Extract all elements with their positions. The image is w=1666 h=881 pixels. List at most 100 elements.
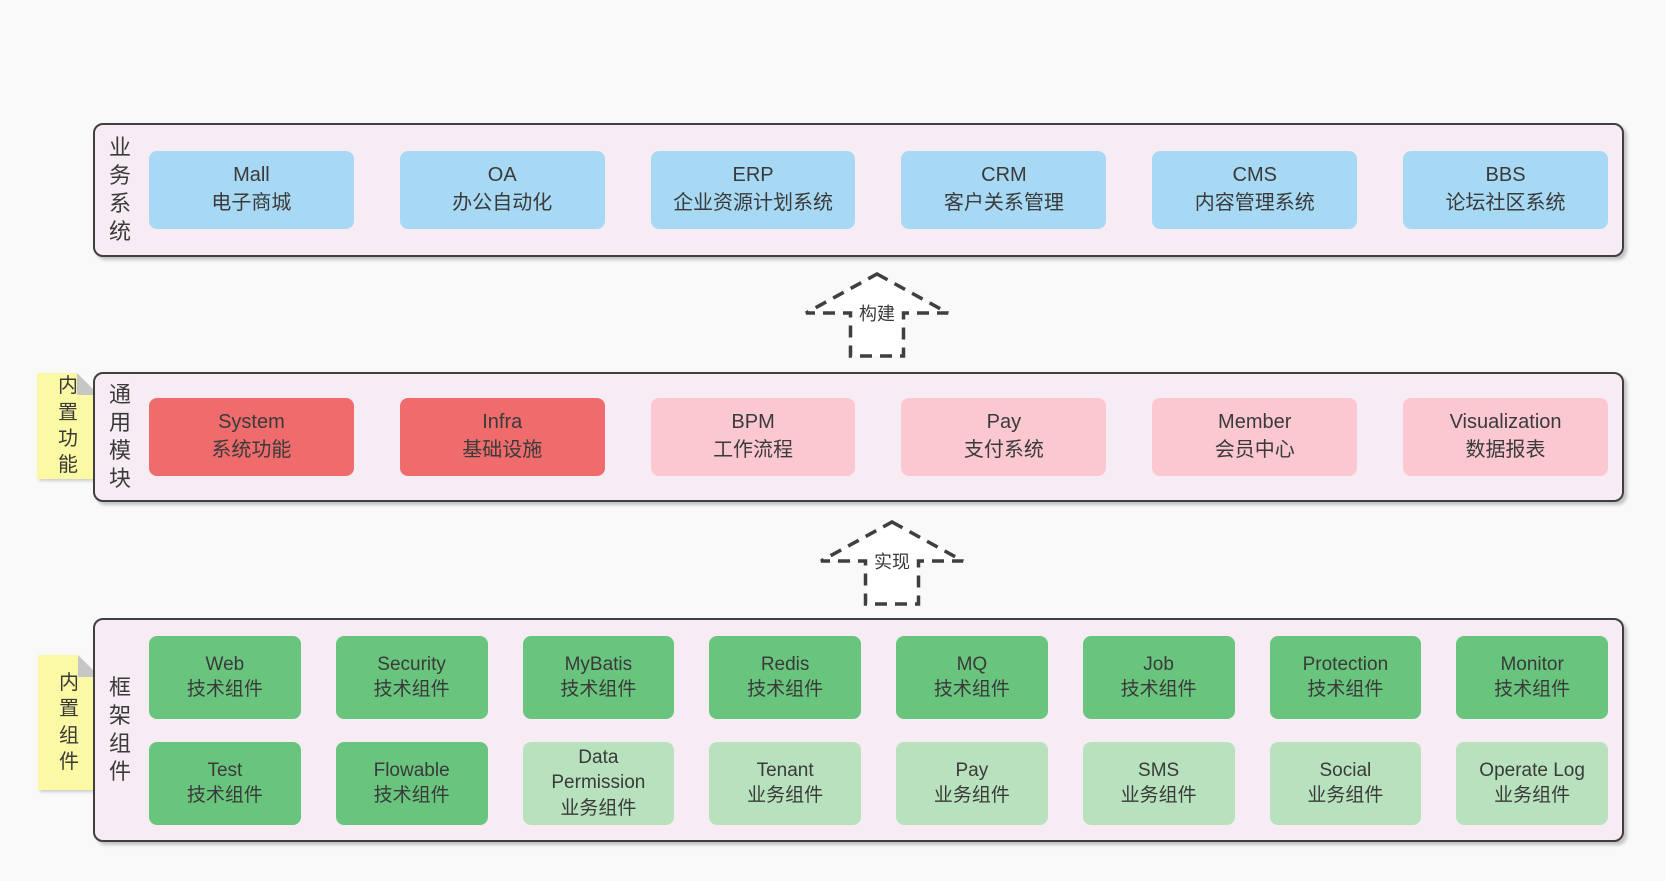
sticky-note-text: 内置组件 (59, 671, 79, 773)
module-name: ERP (732, 164, 774, 187)
arrow-build: 构建 (797, 270, 957, 360)
module-box-crm: CRM 客户关系管理 (901, 151, 1107, 229)
module-desc: 业务组件 (1120, 785, 1197, 806)
module-desc: 办公自动化 (452, 192, 553, 214)
module-name: Visualization (1449, 411, 1562, 434)
module-box-visualization: Visualization 数据报表 (1403, 398, 1608, 476)
module-box-data-permission: Data Permission 业务组件 (522, 741, 675, 825)
module-desc: 业务组件 (747, 785, 824, 806)
arrow-label: 构建 (856, 300, 898, 326)
module-desc: 论坛社区系统 (1445, 192, 1566, 214)
band-common-modules: 通用模块 System 系统功能 Infra 基础设施 BPM 工作流程 Pay 支付系统 Me… (93, 372, 1624, 502)
module-name: SMS (1138, 759, 1180, 781)
module-desc: 技术组件 (186, 679, 263, 700)
module-box-job: Job 技术组件 (1082, 635, 1235, 719)
module-name: Protection (1302, 653, 1389, 675)
module-name: Pay (986, 411, 1022, 434)
module-desc: 技术组件 (560, 679, 637, 700)
module-desc: 电子商城 (211, 192, 292, 214)
module-desc: 会员中心 (1214, 439, 1295, 461)
module-desc: 技术组件 (373, 785, 450, 806)
module-box-mall: Mall 电子商城 (149, 151, 354, 229)
module-name: Monitor (1500, 653, 1564, 675)
module-box-social: Social 业务组件 (1269, 741, 1422, 825)
module-box-operate-log: Operate Log 业务组件 (1456, 741, 1608, 825)
module-box-system: System 系统功能 (149, 398, 354, 476)
module-box-web: Web 技术组件 (149, 635, 301, 719)
sticky-note-builtin-components: 内置组件 (38, 655, 100, 790)
module-desc: 业务组件 (1494, 785, 1571, 806)
module-name: Web (205, 653, 245, 675)
module-desc: 技术组件 (186, 785, 263, 806)
module-desc: 业务组件 (560, 797, 637, 819)
module-name: Operate Log (1479, 759, 1585, 781)
module-box-bpm: BPM 工作流程 (650, 398, 856, 476)
module-name: Security (377, 653, 446, 675)
band-label: 框架组件 (108, 675, 131, 784)
band-label: 通用模块 (108, 382, 131, 491)
module-desc: 技术组件 (1494, 679, 1571, 700)
module-box-pay: Pay 支付系统 (901, 398, 1107, 476)
module-box-security: Security 技术组件 (335, 635, 488, 719)
module-name: Pay (955, 759, 989, 781)
module-box-monitor: Monitor 技术组件 (1456, 635, 1608, 719)
module-name: MQ (956, 653, 988, 675)
arrow-implement: 实现 (812, 518, 972, 608)
module-name: BBS (1485, 164, 1526, 187)
sticky-note-text: 内置功能 (58, 375, 78, 477)
arrow-label: 实现 (871, 548, 913, 574)
module-desc: 企业资源计划系统 (673, 192, 834, 214)
module-name: Flowable (373, 759, 450, 781)
band-label: 业务系统 (108, 135, 131, 244)
module-desc: 业务组件 (1307, 785, 1384, 806)
module-name: Job (1143, 653, 1174, 675)
module-name: CRM (981, 164, 1027, 187)
band-business-systems: 业务系统 Mall 电子商城 OA 办公自动化 ERP 企业资源计划系统 CRM 客户关系管理… (93, 123, 1624, 257)
module-box-redis: Redis 技术组件 (709, 635, 861, 719)
module-desc: 系统功能 (211, 439, 292, 461)
module-box-member: Member 会员中心 (1152, 398, 1358, 476)
module-name: Redis (760, 653, 810, 675)
module-desc: 客户关系管理 (943, 192, 1064, 214)
module-desc: 技术组件 (933, 679, 1010, 700)
module-desc: 工作流程 (713, 439, 794, 461)
module-name: BPM (731, 411, 775, 434)
module-desc: 内容管理系统 (1194, 192, 1315, 214)
module-desc: 基础设施 (462, 439, 543, 461)
module-name: Social (1319, 759, 1372, 781)
module-desc: 技术组件 (747, 679, 824, 700)
module-name: Member (1218, 411, 1292, 434)
module-box-flowable: Flowable 技术组件 (335, 741, 488, 825)
module-desc: 支付系统 (963, 439, 1044, 461)
module-name: OA (487, 164, 517, 187)
module-desc: 技术组件 (1120, 679, 1197, 700)
module-name: CMS (1232, 164, 1277, 187)
module-desc: 数据报表 (1465, 439, 1546, 461)
module-box-test: Test 技术组件 (149, 741, 301, 825)
module-name: Infra (482, 411, 523, 434)
module-box-mq: MQ 技术组件 (896, 635, 1048, 719)
band-boxes: System 系统功能 Infra 基础设施 BPM 工作流程 Pay 支付系统 Member 会… (149, 398, 1608, 476)
module-box-erp: ERP 企业资源计划系统 (650, 151, 856, 229)
module-name: Test (207, 759, 243, 781)
module-name: Mall (233, 164, 270, 187)
module-name: MyBatis (564, 653, 633, 675)
module-name: System (218, 411, 285, 434)
module-desc: 技术组件 (1307, 679, 1384, 700)
module-box-cms: CMS 内容管理系统 (1152, 151, 1358, 229)
band-boxes: Mall 电子商城 OA 办公自动化 ERP 企业资源计划系统 CRM 客户关系管理 CMS 内容… (149, 151, 1608, 229)
module-box-oa: OA 办公自动化 (399, 151, 605, 229)
module-desc: 技术组件 (373, 679, 450, 700)
module-box-protection: Protection 技术组件 (1269, 635, 1422, 719)
module-box-infra: Infra 基础设施 (399, 398, 605, 476)
module-box-sms: SMS 业务组件 (1082, 741, 1235, 825)
module-name: Data Permission (551, 747, 646, 794)
module-desc: 业务组件 (933, 785, 1010, 806)
module-box-pay: Pay 业务组件 (896, 741, 1048, 825)
module-box-tenant: Tenant 业务组件 (709, 741, 861, 825)
module-box-bbs: BBS 论坛社区系统 (1403, 151, 1608, 229)
module-name: Tenant (756, 759, 814, 781)
